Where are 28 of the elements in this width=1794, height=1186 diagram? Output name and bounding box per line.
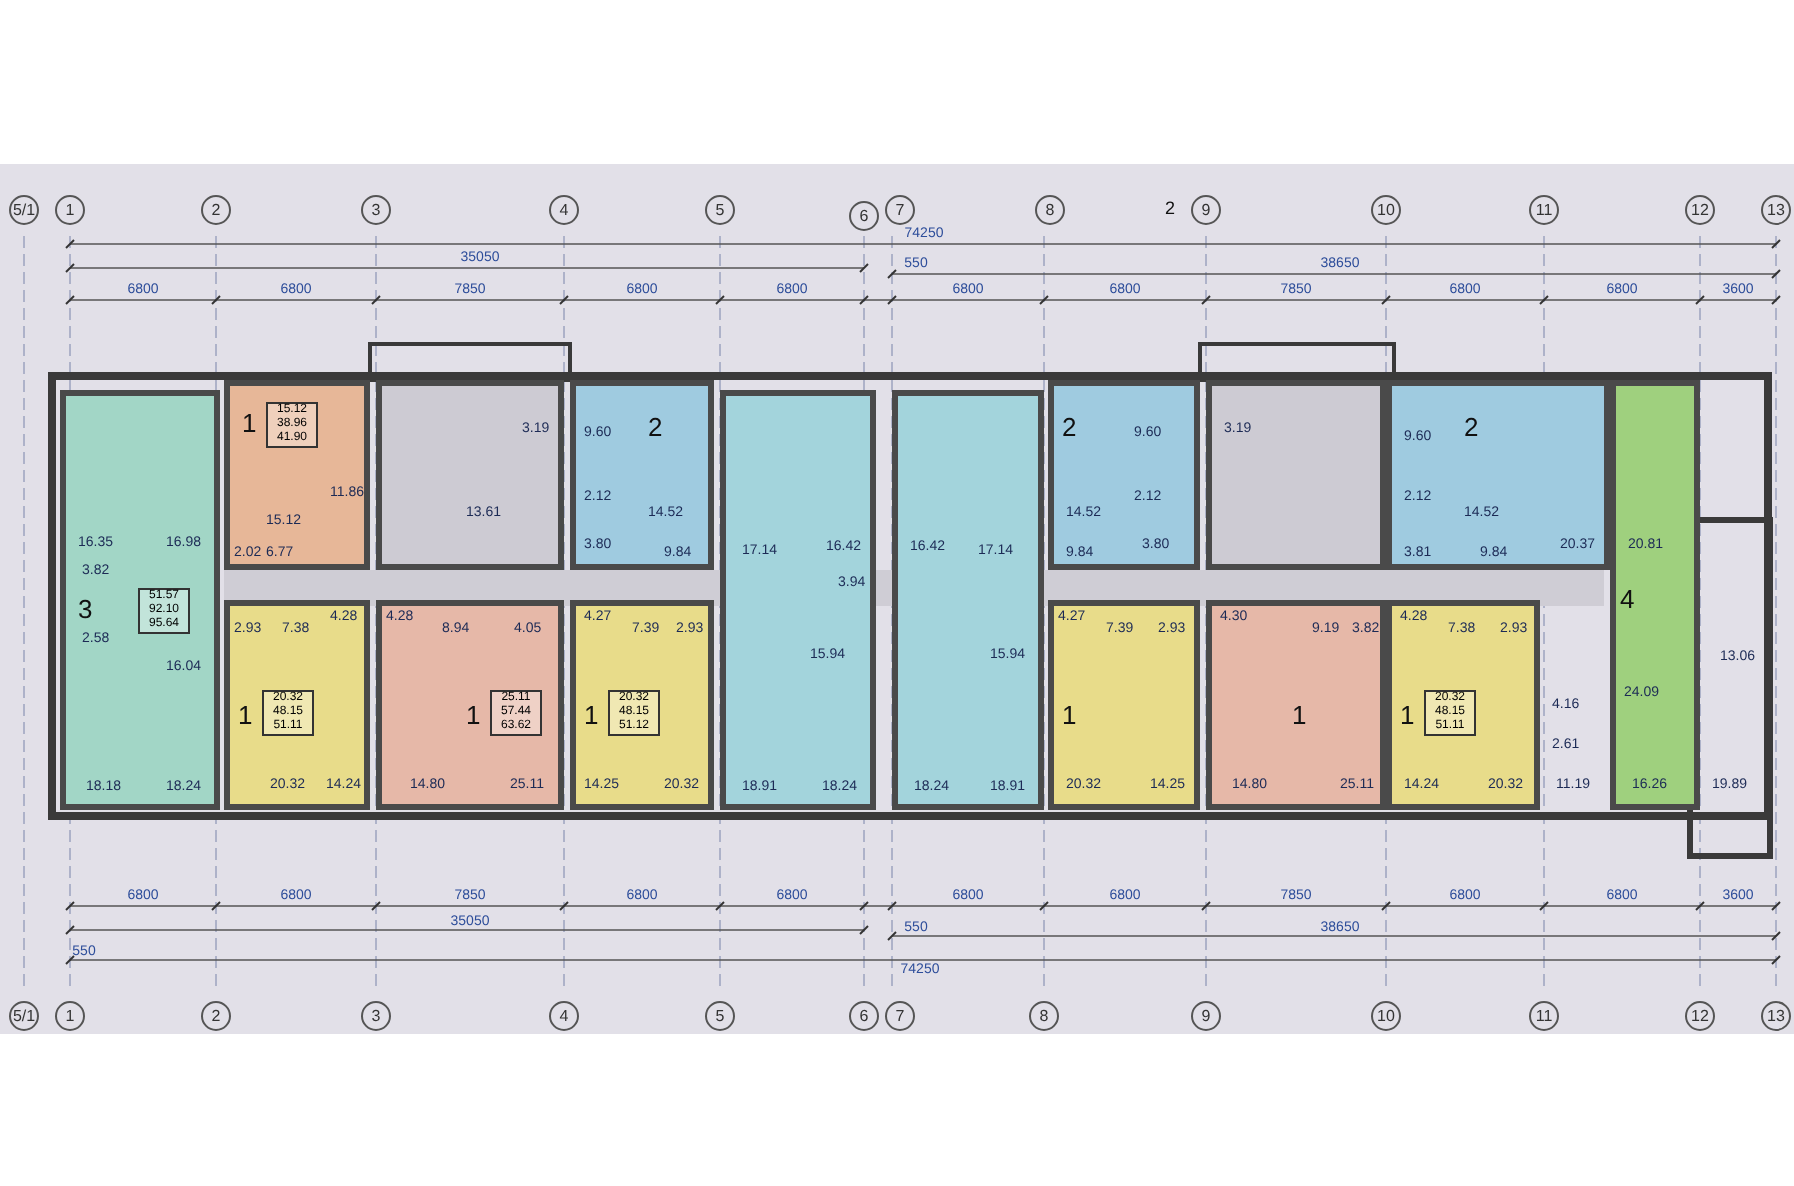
apartment-plan: [60, 390, 220, 810]
room-count: 1: [242, 410, 257, 436]
apartment-plan: [224, 380, 370, 570]
apartment-plan: [1386, 600, 1540, 810]
apartment-plan: [570, 600, 714, 810]
room-count: 2: [1062, 414, 1077, 440]
stair-core: [376, 380, 564, 570]
apartment-plan: [1048, 600, 1200, 810]
room-count: 3: [78, 596, 93, 622]
room-count: 1: [466, 702, 481, 728]
room-count: 1: [238, 702, 253, 728]
apartment-plan: [376, 600, 564, 810]
apartment-plan: [1386, 380, 1610, 570]
apartment-plan: [1048, 380, 1200, 570]
room-count: 2: [648, 414, 663, 440]
room-count: 4: [1620, 586, 1635, 612]
apartment-plan: [570, 380, 714, 570]
room-count: 1: [1400, 702, 1415, 728]
room-count: 1: [1062, 702, 1077, 728]
stair-core: [1206, 380, 1386, 570]
section-mark: 2: [1165, 198, 1175, 218]
room-count: 1: [584, 702, 599, 728]
apartment-plan: [720, 390, 876, 810]
room-count: 1: [1292, 702, 1307, 728]
apartment-plan: [892, 390, 1044, 810]
room-count: 2: [1464, 414, 1479, 440]
apartment-plan: [1206, 600, 1386, 810]
apartment-plan: [224, 600, 370, 810]
